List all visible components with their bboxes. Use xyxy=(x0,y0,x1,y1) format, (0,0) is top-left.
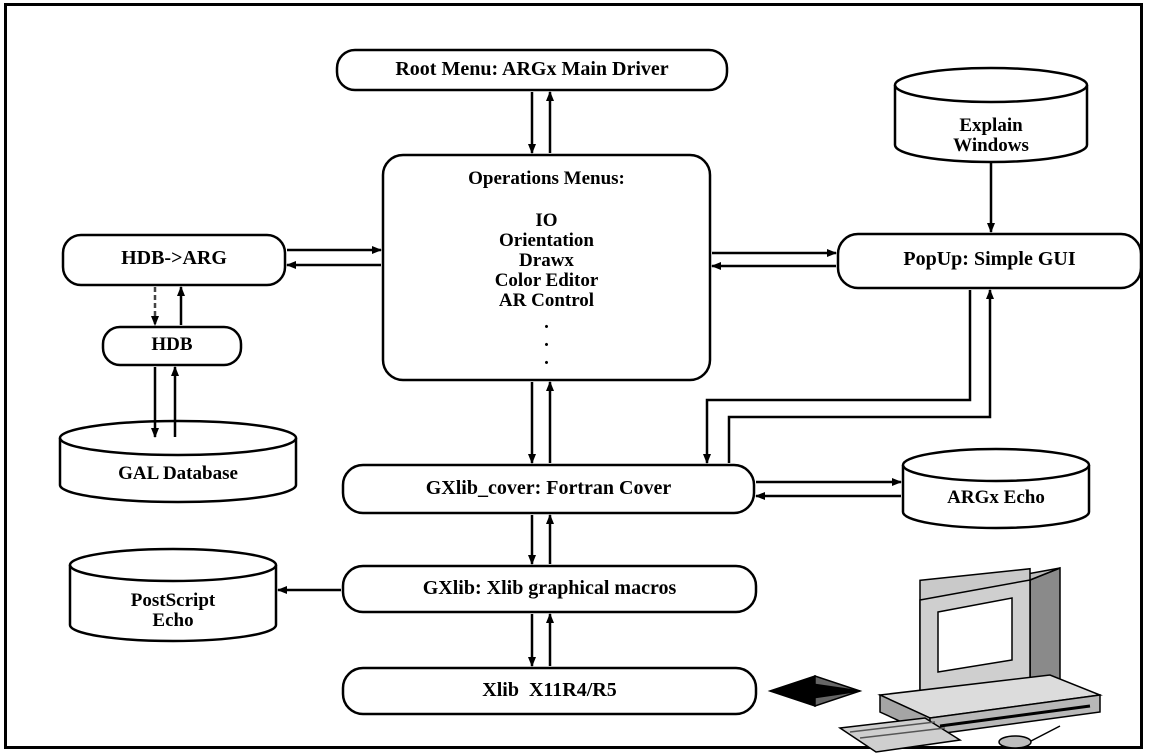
gal-database-cylinder xyxy=(58,419,298,504)
gxlib-label: GXlib: Xlib graphical macros xyxy=(422,577,677,599)
cover-echo-arrows xyxy=(755,478,902,500)
explain-windows-label-line1: Explain xyxy=(959,115,1023,136)
argx-echo-label: ARGx Echo xyxy=(947,487,1045,508)
gal-database-label: GAL Database xyxy=(118,463,238,484)
operations-cover-arrows xyxy=(528,381,554,464)
cover-gxlib-arrows xyxy=(528,514,554,565)
operations-ellipsis-2: . xyxy=(544,330,549,351)
operations-item-color-editor: Color Editor xyxy=(494,270,599,291)
explain-windows-label-line2: Windows xyxy=(953,135,1029,156)
explain-windows-cylinder xyxy=(893,66,1089,164)
gxlib-cover-box xyxy=(341,463,756,515)
xlib-box xyxy=(341,666,758,716)
operations-ellipsis-1: . xyxy=(544,312,549,333)
hdb-gal-arrows xyxy=(151,366,179,438)
root-menu-box xyxy=(335,48,729,92)
postscript-echo-label-line2: Echo xyxy=(152,610,194,631)
xlib-workstation-arrow xyxy=(767,674,863,708)
popup-box xyxy=(836,232,1143,290)
hdb-arg-box xyxy=(61,233,287,287)
postscript-echo-cylinder xyxy=(68,547,278,643)
gxlib-box xyxy=(341,564,758,614)
operations-ellipsis-3: . xyxy=(544,348,549,369)
gxlib-cover-label: GXlib_cover: Fortran Cover xyxy=(425,477,672,499)
computer-workstation-icon xyxy=(837,566,1103,753)
xlib-label: Xlib X11R4/R5 xyxy=(482,679,617,701)
hdb-label: HDB xyxy=(151,334,193,355)
popup-label: PopUp: Simple GUI xyxy=(903,248,1076,270)
gxlib-xlib-arrows xyxy=(528,613,554,667)
hdbarg-hdb-arrows xyxy=(151,286,185,326)
popup-cover-arrows xyxy=(703,289,994,464)
argx-echo-cylinder xyxy=(901,447,1091,530)
hdb-box xyxy=(101,325,243,367)
root-operations-arrows xyxy=(528,91,554,154)
operations-item-ar-control: AR Control xyxy=(498,290,595,311)
operations-item-drawx: Drawx xyxy=(519,250,574,271)
operations-item-orientation: Orientation xyxy=(499,230,594,251)
operations-box xyxy=(381,153,712,382)
operations-title: Operations Menus: xyxy=(468,168,625,189)
operations-item-io: IO xyxy=(535,210,558,231)
operations-popup-arrows xyxy=(711,249,837,270)
postscript-echo-label-line1: PostScript xyxy=(130,590,216,611)
hdb-arg-label: HDB->ARG xyxy=(121,247,227,269)
operations-hdbarg-arrows xyxy=(286,246,382,269)
root-menu-label: Root Menu: ARGx Main Driver xyxy=(395,58,669,80)
